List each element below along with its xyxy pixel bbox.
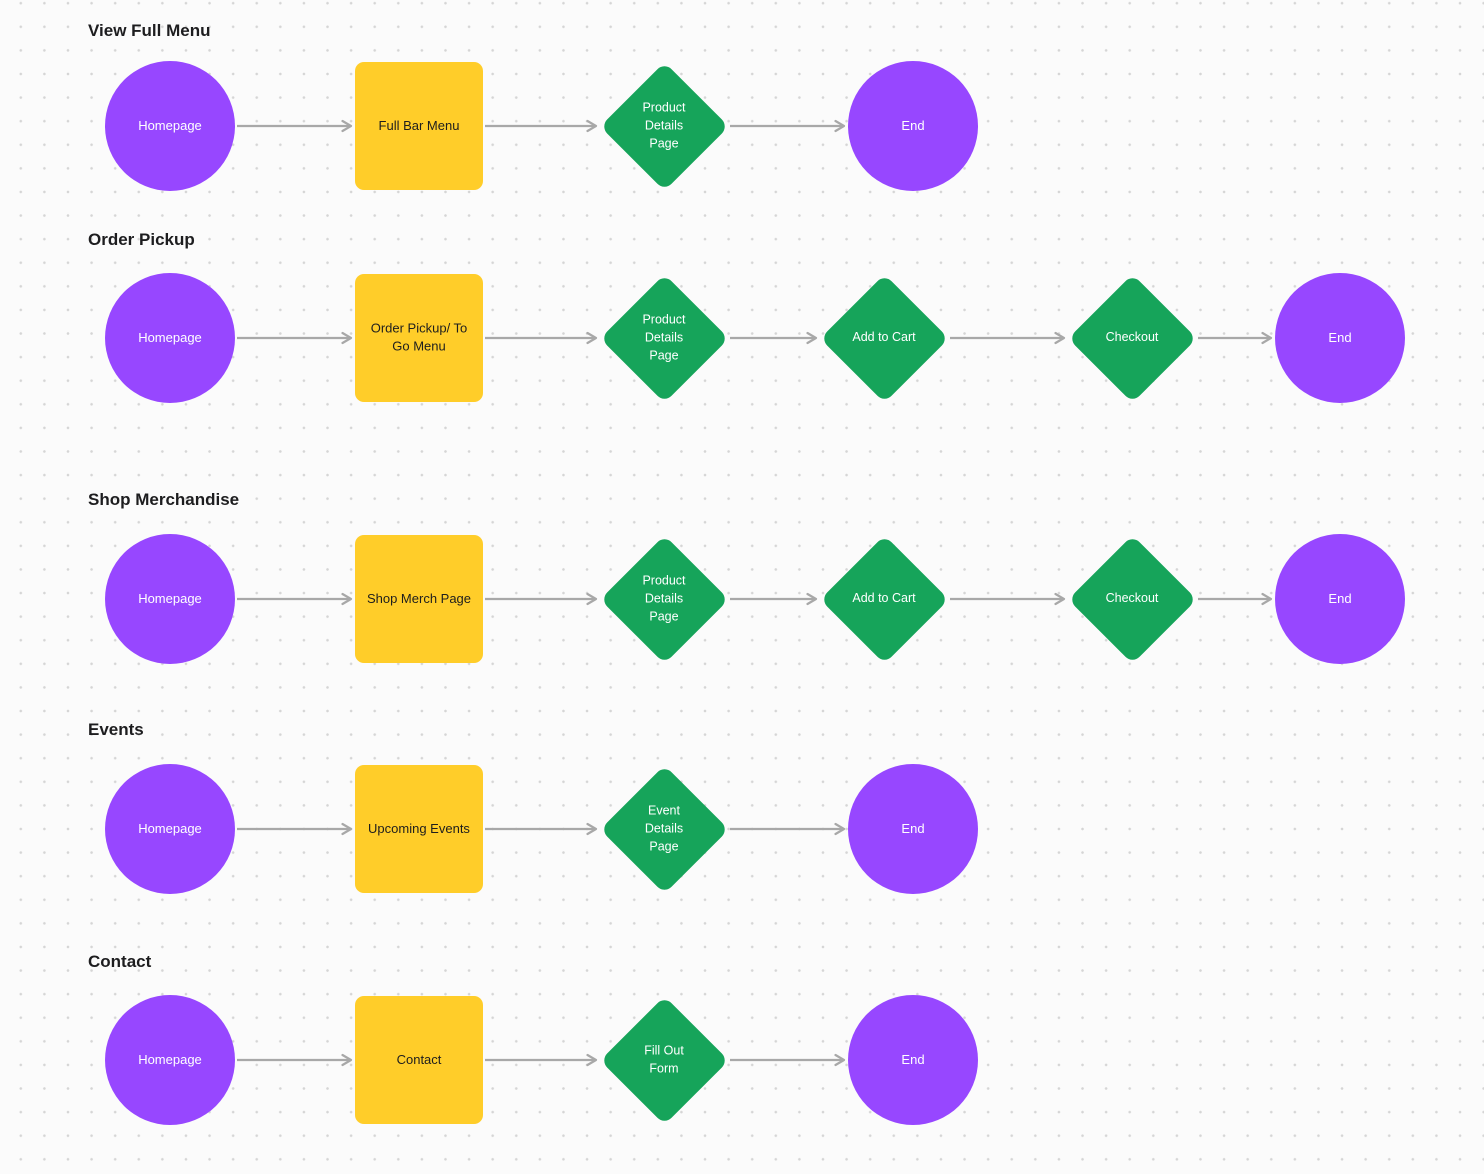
node-circle-end[interactable]: End	[848, 764, 978, 894]
node-label: Checkout	[1105, 330, 1159, 345]
node-diamond-product-details-page[interactable]: Product Details Page	[599, 273, 729, 403]
node-label: Homepage	[138, 117, 202, 133]
node-label: Checkout	[1105, 591, 1159, 606]
node-label: Full Bar Menu	[378, 117, 460, 133]
node-label: Contact	[396, 1051, 442, 1067]
node-label: Homepage	[138, 329, 202, 345]
circle-shape	[105, 764, 235, 894]
node-label: Order Pickup/ To Go Menu	[370, 320, 468, 354]
node-label: Product Details Page	[642, 312, 686, 362]
node-rect-full-bar-menu[interactable]: Full Bar Menu	[354, 61, 484, 191]
node-diamond-product-details-page[interactable]: Product Details Page	[599, 534, 729, 664]
rect-shape	[355, 535, 483, 663]
flow-title[interactable]: Contact	[88, 952, 152, 971]
node-label: Homepage	[138, 590, 202, 606]
circle-shape	[1275, 534, 1405, 664]
rect-shape	[355, 62, 483, 190]
circle-shape	[105, 61, 235, 191]
node-label: End	[901, 820, 925, 836]
node-diamond-checkout[interactable]: Checkout	[1067, 534, 1197, 664]
flow-title[interactable]: Shop Merchandise	[88, 490, 240, 509]
node-label: Shop Merch Page	[366, 590, 472, 606]
node-diamond-product-details-page[interactable]: Product Details Page	[599, 61, 729, 191]
node-circle-end[interactable]: End	[1275, 273, 1405, 403]
node-diamond-event-details-page[interactable]: Event Details Page	[599, 764, 729, 894]
node-circle-homepage[interactable]: Homepage	[105, 61, 235, 191]
circle-shape	[848, 995, 978, 1125]
rect-shape	[355, 996, 483, 1124]
node-label: End	[901, 1051, 925, 1067]
node-label: Add to Cart	[852, 591, 916, 606]
node-label: Upcoming Events	[368, 820, 470, 836]
node-circle-homepage[interactable]: Homepage	[105, 995, 235, 1125]
node-label: Product Details Page	[642, 100, 686, 150]
node-circle-end[interactable]: End	[848, 995, 978, 1125]
flow-title[interactable]: View Full Menu	[88, 21, 211, 40]
node-rect-upcoming-events[interactable]: Upcoming Events	[354, 764, 484, 894]
node-label: End	[901, 117, 925, 133]
node-label: Homepage	[138, 820, 202, 836]
circle-shape	[848, 61, 978, 191]
node-circle-homepage[interactable]: Homepage	[105, 534, 235, 664]
node-circle-end[interactable]: End	[1275, 534, 1405, 664]
circle-shape	[848, 764, 978, 894]
rect-shape	[355, 274, 483, 402]
node-rect-contact[interactable]: Contact	[354, 995, 484, 1125]
node-circle-end[interactable]: End	[848, 61, 978, 191]
circle-shape	[105, 995, 235, 1125]
circle-shape	[105, 273, 235, 403]
node-label: Event Details Page	[644, 803, 684, 853]
node-rect-shop-merch-page[interactable]: Shop Merch Page	[354, 534, 484, 664]
node-label: End	[1328, 590, 1352, 606]
flow-title[interactable]: Order Pickup	[88, 230, 195, 249]
flow-title[interactable]: Events	[88, 720, 144, 739]
circle-shape	[105, 534, 235, 664]
node-diamond-add-to-cart[interactable]: Add to Cart	[819, 534, 949, 664]
node-diamond-checkout[interactable]: Checkout	[1067, 273, 1197, 403]
node-diamond-add-to-cart[interactable]: Add to Cart	[819, 273, 949, 403]
rect-shape	[355, 765, 483, 893]
node-circle-homepage[interactable]: Homepage	[105, 764, 235, 894]
node-label: Homepage	[138, 1051, 202, 1067]
node-circle-homepage[interactable]: Homepage	[105, 273, 235, 403]
circle-shape	[1275, 273, 1405, 403]
node-diamond-fill-out-form[interactable]: Fill Out Form	[599, 995, 729, 1125]
node-rect-order-pickup-to-go-menu[interactable]: Order Pickup/ To Go Menu	[354, 273, 484, 403]
node-label: Fill Out Form	[644, 1043, 684, 1075]
node-label: End	[1328, 329, 1352, 345]
node-label: Add to Cart	[852, 330, 916, 345]
node-label: Product Details Page	[642, 573, 686, 623]
